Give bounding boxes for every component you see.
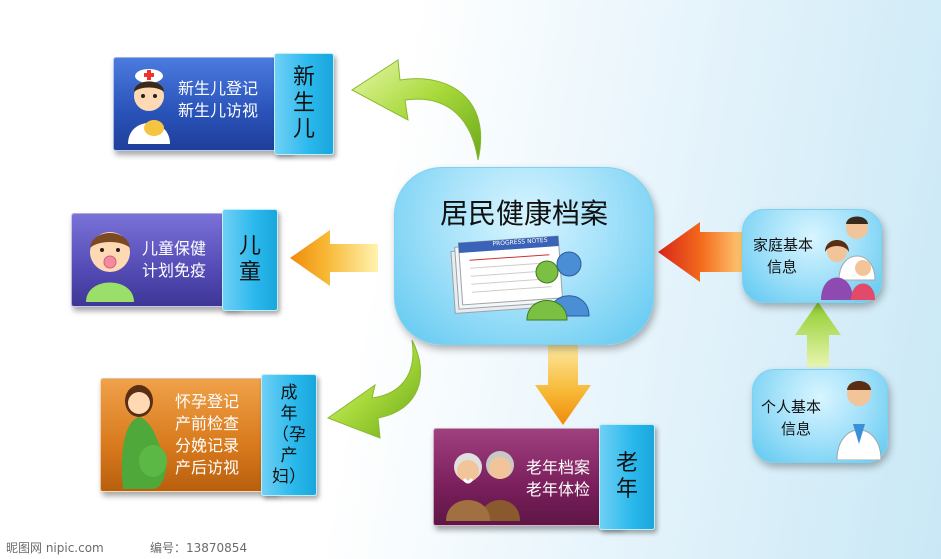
progress-notes-label: PROGRESS NOTES — [492, 237, 548, 248]
maternal-tab-1: 成 — [280, 382, 298, 403]
family-text: 家庭基本 信息 — [753, 234, 813, 278]
maternal-card: 怀孕登记 产前检查 分娩记录 产后访视 — [100, 378, 278, 492]
doctor-icon — [836, 381, 882, 460]
newborn-tab-1: 新 — [292, 65, 315, 90]
newborn-tab-2: 生 — [292, 91, 315, 116]
elderly-tab-2: 年 — [615, 477, 638, 502]
watermark-left: 昵图网 nipic.com — [6, 541, 104, 555]
newborn-line-2: 新生儿访视 — [178, 101, 259, 120]
child-tab: 儿 童 — [222, 209, 278, 311]
newborn-text: 新生儿登记 新生儿访视 — [178, 78, 258, 122]
arrow-to-maternal — [326, 339, 421, 439]
child-tab-2: 童 — [238, 260, 261, 285]
elderly-tab: 老 年 — [599, 424, 655, 530]
arrow-to-newborn — [351, 59, 482, 161]
elderly-text: 老年档案 老年体检 — [526, 457, 590, 501]
elderly-line-2: 老年体检 — [526, 480, 591, 499]
child-line-2: 计划免疫 — [142, 261, 207, 280]
maternal-tab-2: 年 — [280, 403, 298, 424]
maternal-text: 怀孕登记 产前检查 分娩记录 产后访视 — [175, 391, 239, 479]
family-info-bubble: 家庭基本 信息 — [742, 209, 882, 303]
personal-line-1: 个人基本 — [761, 398, 822, 416]
arrow-family-to-center — [658, 222, 745, 282]
child-card: 儿童保健 计划免疫 — [71, 213, 239, 307]
watermark-bar: 昵图网 nipic.com 编号：13870854 — [0, 537, 941, 559]
elderly-tab-1: 老 — [615, 451, 638, 476]
family-icon — [821, 216, 876, 300]
newborn-tab: 新 生 儿 — [274, 53, 334, 155]
child-line-1: 儿童保健 — [142, 239, 207, 258]
pregnant-woman-icon — [121, 385, 167, 489]
arrow-to-child — [290, 230, 378, 286]
health-record-title: 居民健康档案 — [439, 197, 608, 230]
maternal-tab-4: 产 — [280, 445, 298, 466]
progress-notes-icon: PROGRESS NOTES — [450, 235, 590, 321]
maternal-tab-3: （孕 — [272, 424, 306, 445]
maternal-line-3: 分娩记录 — [175, 436, 240, 455]
personal-text: 个人基本 信息 — [761, 396, 821, 440]
family-line-2: 信息 — [767, 258, 798, 276]
maternal-line-1: 怀孕登记 — [175, 392, 240, 411]
personal-info-bubble: 个人基本 信息 — [752, 369, 888, 463]
newborn-card: 新生儿登记 新生儿访视 — [113, 57, 293, 151]
arrow-personal-to-family — [795, 302, 841, 367]
child-text: 儿童保健 计划免疫 — [142, 238, 206, 282]
family-line-1: 家庭基本 — [753, 236, 814, 254]
maternal-tab: 成 年 （孕 产 妇） — [261, 374, 317, 496]
child-icon — [86, 232, 134, 302]
watermark-right: 编号：13870854 — [150, 541, 248, 555]
maternal-line-2: 产前检查 — [175, 414, 240, 433]
maternal-line-4: 产后访视 — [175, 458, 240, 477]
elderly-card: 老年档案 老年体检 — [433, 428, 623, 526]
health-record-bubble: 居民健康档案 PROGRESS NOTES — [394, 167, 654, 345]
arrow-to-elderly — [535, 345, 591, 425]
elderly-couple-icon — [446, 451, 520, 521]
newborn-tab-3: 儿 — [292, 117, 315, 142]
nurse-icon — [128, 69, 170, 144]
maternal-tab-5: 妇） — [272, 466, 306, 487]
newborn-line-1: 新生儿登记 — [178, 79, 259, 98]
elderly-line-1: 老年档案 — [526, 458, 591, 477]
child-tab-1: 儿 — [238, 234, 261, 259]
personal-line-2: 信息 — [781, 420, 812, 438]
